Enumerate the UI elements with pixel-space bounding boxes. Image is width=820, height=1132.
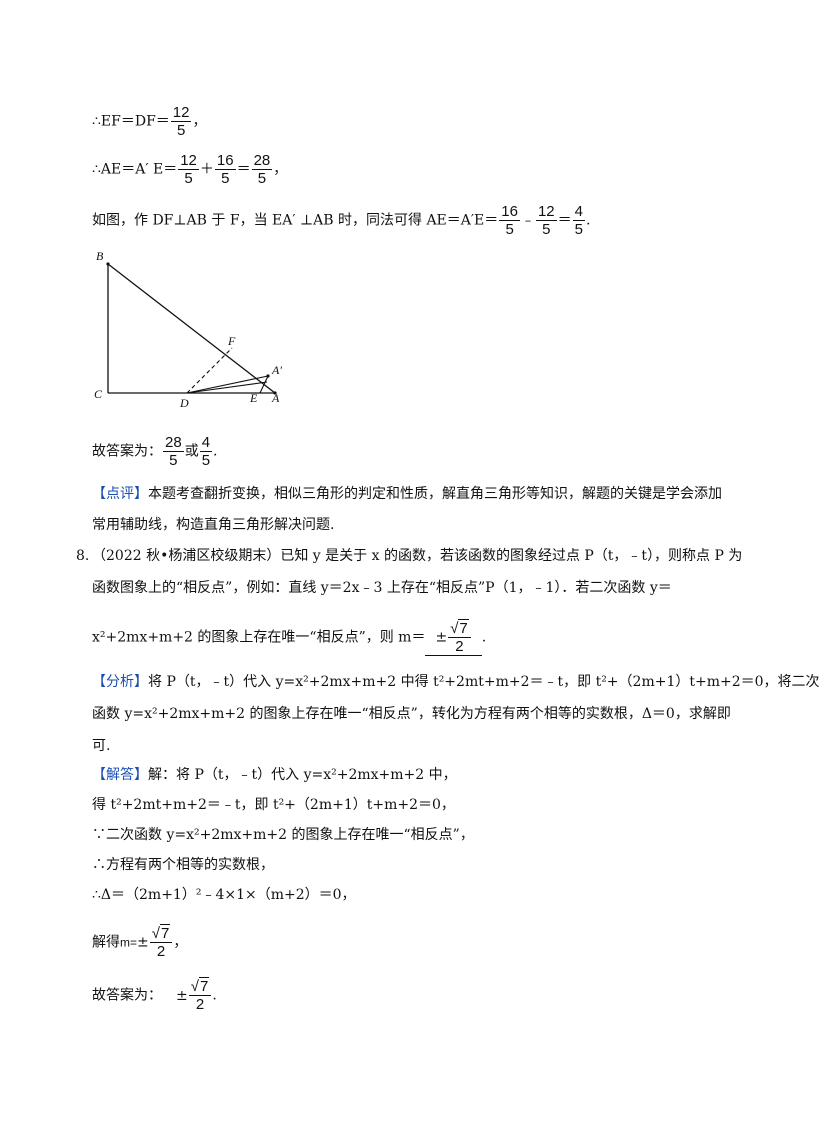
- comment-tag: 【点评】: [92, 486, 148, 502]
- text: 故答案为：: [92, 443, 162, 460]
- question-number: 8.: [76, 548, 90, 564]
- analysis-line-3: 可.: [92, 736, 110, 756]
- text: ∴AE＝A′ E＝: [92, 161, 178, 178]
- line-figure-explanation: 如图，作 DF⊥AB 于 F，当 EA′ ⊥AB 时，同法可得 AE＝A′E＝1…: [92, 203, 590, 238]
- text: 可.: [92, 738, 111, 754]
- question-line-1: （2022 秋•杨浦区校级期末）已知 y 是关于 x 的函数，若该函数的图象经过…: [92, 546, 742, 566]
- text: ，: [192, 113, 207, 130]
- text: ＝: [557, 212, 572, 229]
- text: （2022 秋•杨浦区校级期末）已知 y 是关于 x 的函数，若该函数的图象经过…: [92, 548, 743, 564]
- solution-line-1: 【解答】解：将 P（t，﹣t）代入 y=x²+2mx+m+2 中，: [92, 765, 457, 785]
- comment-line-2: 常用辅助线，构造直角三角形解决问题.: [92, 515, 334, 535]
- text: 或: [184, 443, 199, 460]
- label-d: D: [179, 396, 189, 410]
- label-a: A: [271, 391, 280, 405]
- label-a-prime: A′: [271, 363, 282, 377]
- text: m=: [120, 935, 138, 950]
- text: .: [481, 629, 487, 646]
- text: 解得: [92, 934, 120, 951]
- text: x²+2mx+m+2 的图象上存在唯一“相反点”，则 m＝: [92, 629, 426, 646]
- text: 解：将 P（t，﹣t）代入 y=x²+2mx+m+2 中，: [148, 767, 457, 783]
- text: .: [213, 443, 218, 460]
- question-line-2: 函数图象上的“相反点”，例如：直线 y＝2x﹣3 上存在“相反点”P（1，﹣1）…: [92, 578, 672, 598]
- text: ∵二次函数 y=x²+2mx+m+2 的图象上存在唯一“相反点”，: [92, 827, 474, 843]
- text: ﹣: [520, 212, 535, 229]
- analysis-line-1: 【分析】将 P（t，﹣t）代入 y=x²+2mx+m+2 中得 t²+2mt+m…: [92, 672, 820, 692]
- label-e: E: [249, 391, 258, 405]
- text: 如图，作 DF⊥AB 于 F，当 EA′ ⊥AB 时，同法可得 AE＝A′E＝: [92, 212, 499, 229]
- text: 故答案为：: [92, 987, 162, 1004]
- text: ∴Δ＝（2m+1）²﹣4×1×（m+2）＝0，: [92, 887, 356, 903]
- geometry-figure: B F A′ C D E A: [94, 249, 282, 410]
- text: .: [212, 987, 217, 1004]
- text: 得 t²+2mt+m+2＝﹣t，即 t²+（2m+1）t+m+2＝0，: [92, 797, 455, 813]
- label-c: C: [94, 387, 103, 401]
- text: 函数图象上的“相反点”，例如：直线 y＝2x﹣3 上存在“相反点”P（1，﹣1）…: [92, 580, 672, 596]
- label-b: B: [96, 249, 104, 263]
- label-f: F: [227, 334, 236, 348]
- solution-line-3: ∵二次函数 y=x²+2mx+m+2 的图象上存在唯一“相反点”，: [92, 825, 474, 845]
- solution-line-4: ∴方程有两个相等的实数根，: [92, 855, 274, 875]
- text: ∴EF＝DF＝: [92, 113, 170, 130]
- solution-tag: 【解答】: [92, 767, 148, 783]
- text: 本题考查翻折变换，相似三角形的判定和性质，解直角三角形等知识，解题的关键是学会添…: [148, 486, 722, 502]
- text: ±: [435, 629, 448, 646]
- solution-line-5: ∴Δ＝（2m+1）²﹣4×1×（m+2）＝0，: [92, 885, 356, 905]
- text: 函数 y=x²+2mx+m+2 的图象上存在唯一“相反点”，转化为方程有两个相等…: [92, 706, 731, 722]
- analysis-tag: 【分析】: [92, 674, 148, 690]
- text: ，: [173, 934, 188, 951]
- text: ，: [273, 161, 288, 178]
- text: 常用辅助线，构造直角三角形解决问题.: [92, 517, 335, 533]
- text: ±: [176, 987, 188, 1004]
- text: .: [586, 212, 591, 229]
- solution-line-2: 得 t²+2mt+m+2＝﹣t，即 t²+（2m+1）t+m+2＝0，: [92, 795, 455, 815]
- text: 将 P（t，﹣t）代入 y=x²+2mx+m+2 中得 t²+2mt+m+2＝﹣…: [148, 674, 820, 690]
- text: ＝: [236, 161, 251, 178]
- text: ±: [137, 934, 149, 951]
- comment-line-1: 【点评】本题考查翻折变换，相似三角形的判定和性质，解直角三角形等知识，解题的关键…: [92, 484, 722, 504]
- text: ∴方程有两个相等的实数根，: [92, 857, 274, 873]
- analysis-line-2: 函数 y=x²+2mx+m+2 的图象上存在唯一“相反点”，转化为方程有两个相等…: [92, 704, 731, 724]
- text: ＋: [199, 161, 214, 178]
